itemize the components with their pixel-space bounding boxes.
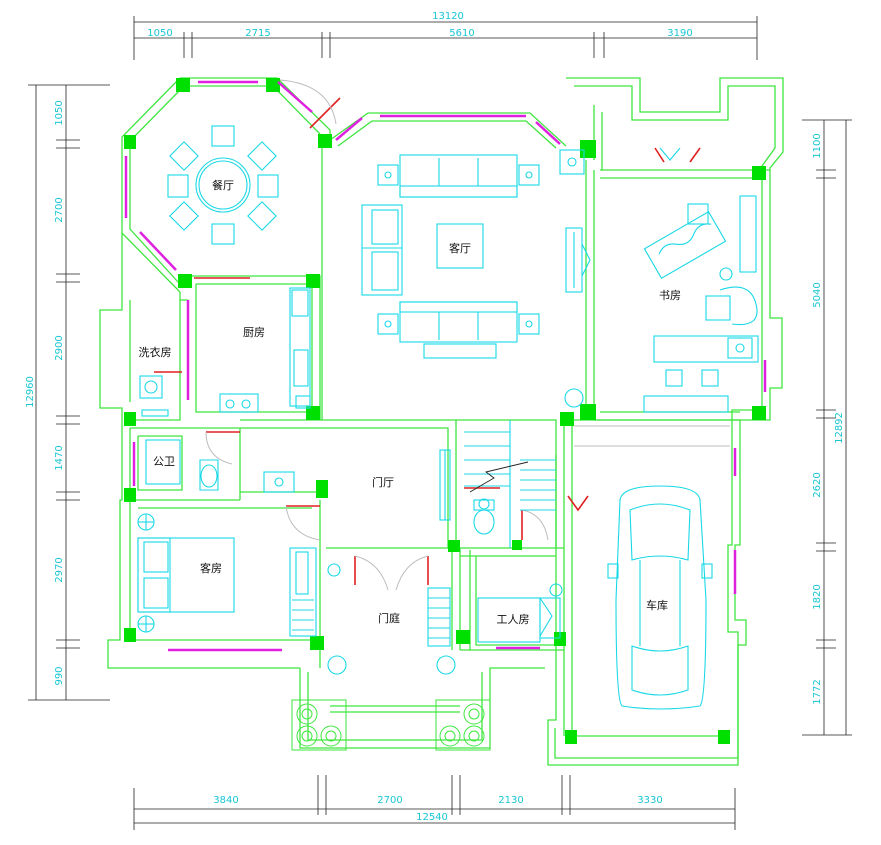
top-dim-4: 3190 <box>667 28 692 39</box>
dimension-lines <box>28 16 852 830</box>
stair-break-line <box>469 461 529 493</box>
kitchen-fixtures <box>139 287 311 417</box>
outer-walls <box>99 77 784 766</box>
bathroom-fixtures <box>145 439 495 535</box>
left-dim-2: 2700 <box>54 197 65 222</box>
room-label-dining: 餐厅 <box>212 178 234 192</box>
garage-door-track <box>574 425 730 447</box>
right-overall-dim: 12892 <box>834 412 845 444</box>
porch-fixtures <box>327 563 456 675</box>
room-label-toilet: 公卫 <box>153 455 175 468</box>
room-label-entry-hall: 门厅 <box>372 475 394 489</box>
left-dim-1: 1050 <box>54 100 65 125</box>
left-dim-4: 1470 <box>54 445 65 470</box>
bottom-dim-1: 3840 <box>213 795 238 806</box>
planters <box>291 699 491 751</box>
room-label-servant-room: 工人房 <box>497 613 530 626</box>
left-dim-5: 2970 <box>54 557 65 582</box>
top-dim-2: 2715 <box>245 28 270 39</box>
room-label-porch: 门庭 <box>378 611 400 625</box>
living-room-furniture <box>361 149 591 408</box>
columns <box>124 78 766 744</box>
door-swings <box>205 79 549 591</box>
windows <box>124 80 767 652</box>
room-label-kitchen: 厨房 <box>243 326 265 339</box>
doors <box>154 97 701 585</box>
left-dim-6: 990 <box>54 666 65 685</box>
guest-room-furniture <box>137 513 317 637</box>
right-dim-1: 1100 <box>812 133 823 158</box>
right-dim-5: 1772 <box>812 679 823 704</box>
right-dim-2: 5040 <box>812 282 823 307</box>
right-dim-4: 1820 <box>812 584 823 609</box>
bottom-overall-dim: 12540 <box>416 812 448 823</box>
car <box>607 485 713 710</box>
stairs <box>464 420 556 548</box>
top-dim-3: 5610 <box>449 28 474 39</box>
servant-room-furniture <box>477 583 563 643</box>
left-dim-3: 2900 <box>54 335 65 360</box>
right-dim-3: 2620 <box>812 472 823 497</box>
room-label-living: 客厅 <box>449 241 471 255</box>
bottom-dim-2: 2700 <box>377 795 402 806</box>
room-label-guest-room: 客房 <box>200 561 222 575</box>
entry-hall-fixtures <box>439 449 451 521</box>
dining-table <box>167 125 279 245</box>
top-dim-1: 1050 <box>147 28 172 39</box>
left-overall-dim: 12960 <box>25 376 36 408</box>
top-overall-dim: 13120 <box>432 11 464 22</box>
bottom-dim-4: 3330 <box>637 795 662 806</box>
room-label-study: 书房 <box>659 289 681 302</box>
room-label-garage: 车库 <box>646 598 668 612</box>
room-label-laundry: 洗衣房 <box>139 345 172 359</box>
study-furniture <box>643 147 759 413</box>
bottom-dim-3: 2130 <box>498 795 523 806</box>
